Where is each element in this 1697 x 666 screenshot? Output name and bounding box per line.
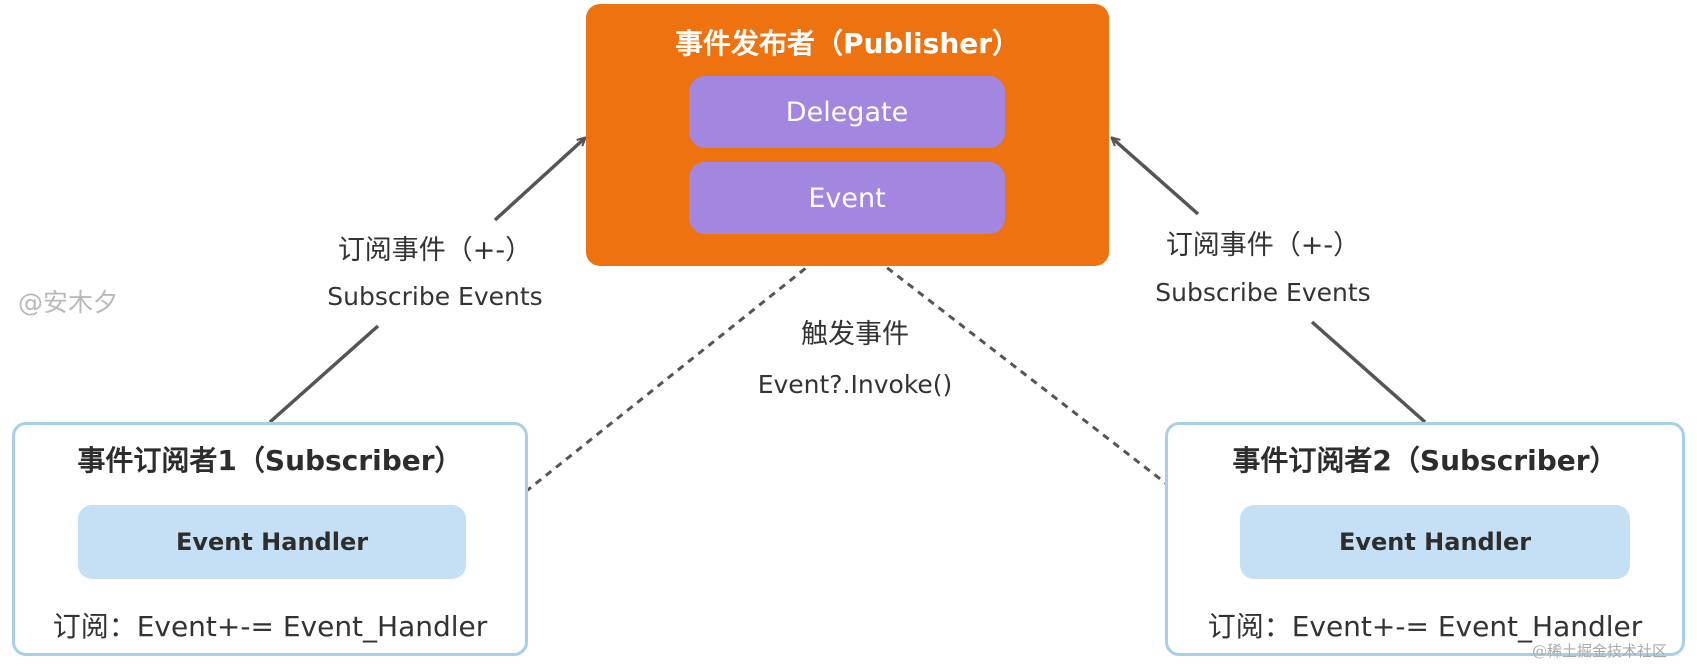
- subscriber-1-event-handler: Event Handler: [78, 505, 466, 579]
- subscribe-arrow-left-upper: [493, 138, 585, 222]
- subscribe-right-zh: 订阅事件（+-）: [1165, 230, 1361, 261]
- delegate-box: Delegate: [689, 76, 1005, 148]
- subscriber-1-code: 订阅：Event+-= Event_Handler: [52, 610, 488, 643]
- publisher-title: 事件发布者（Publisher）: [674, 27, 1021, 60]
- trigger-zh: 触发事件: [801, 319, 909, 350]
- subscriber-2-code: 订阅：Event+-= Event_Handler: [1207, 610, 1643, 643]
- subscribe-left-zh: 订阅事件（+-）: [337, 235, 533, 266]
- subscriber-2-box: 事件订阅者2（Subscriber） Event Handler 订阅：Even…: [1165, 422, 1685, 656]
- subscribe-left-en: Subscribe Events: [327, 282, 543, 311]
- event-box: Event: [689, 162, 1005, 234]
- subscriber-2-event-handler: Event Handler: [1240, 505, 1630, 579]
- subscriber-1-box: 事件订阅者1（Subscriber） Event Handler 订阅：Even…: [12, 422, 528, 656]
- trigger-arrow-left: [470, 234, 847, 536]
- subscribe-arrow-right-upper: [1112, 138, 1200, 216]
- publisher-box: 事件发布者（Publisher） Delegate Event: [586, 4, 1109, 266]
- subscriber-1-title: 事件订阅者1（Subscriber）: [77, 444, 463, 477]
- subscribe-arrow-right-lower: [1310, 320, 1427, 424]
- site-watermark: @稀土掘金技术社区: [1532, 642, 1668, 660]
- subscribe-arrow-left-lower: [268, 324, 380, 424]
- trigger-code: Event?.Invoke(): [757, 370, 953, 399]
- subscriber-2-title: 事件订阅者2（Subscriber）: [1232, 444, 1618, 477]
- subscribe-right-en: Subscribe Events: [1155, 278, 1371, 307]
- author-watermark: @安木夕: [18, 288, 119, 317]
